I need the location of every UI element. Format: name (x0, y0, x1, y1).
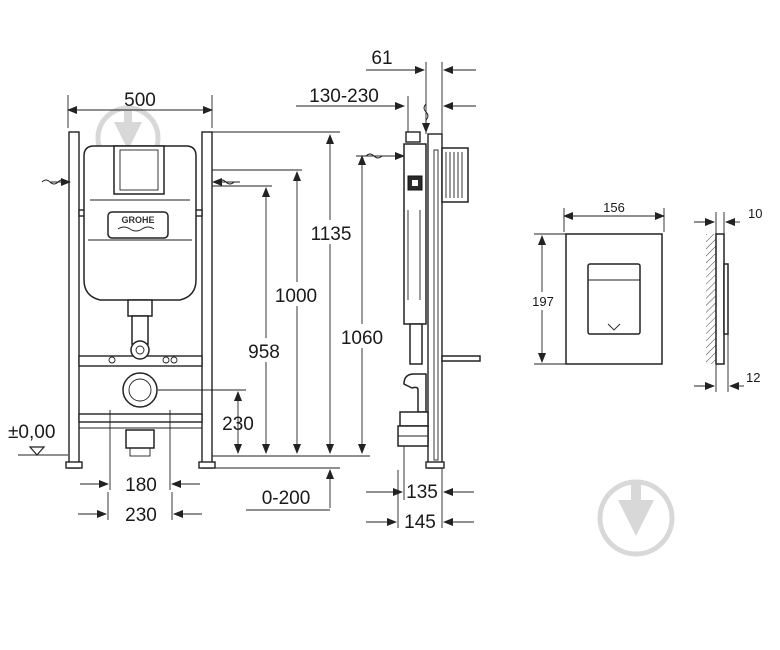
grohe-logo (107, 211, 169, 239)
watermark-bottom-right-icon (597, 479, 675, 557)
plate-width-156-label: 156 (603, 200, 625, 215)
drain-bend (403, 373, 427, 413)
height-1060-label: 1060 (341, 328, 383, 349)
flush-pipe (131, 315, 149, 345)
drain-pipe (122, 372, 158, 408)
width-500-label: 500 (124, 90, 156, 111)
bolt-spacing-180-label: 180 (125, 475, 157, 496)
wall-distance-130-230-label: 130-230 (309, 86, 379, 107)
plate-thickness-10-label: 10 (748, 206, 762, 221)
depth-145-label: 145 (404, 512, 436, 533)
plate-height-197-label: 197 (532, 294, 554, 309)
front-view: 500 GROHE (8, 90, 390, 526)
height-1000-label: 1000 (275, 286, 317, 307)
drain-height-230-label: 230 (222, 414, 254, 435)
flush-plate-front-view: 156 197 (530, 200, 665, 365)
side-cistern (403, 143, 427, 325)
depth-61-label: 61 (371, 48, 392, 69)
frame-left-upright (68, 131, 80, 469)
height-1135-label: 1135 (311, 224, 352, 245)
floor-level-label: ±0,00 (8, 422, 55, 443)
flush-plate-side-view: 10 12 (694, 206, 762, 392)
height-958-label: 958 (248, 342, 280, 363)
flush-opening (113, 145, 165, 195)
svg-text:GROHE: GROHE (121, 215, 154, 225)
frame-right-upright (201, 131, 213, 469)
water-inlet-top-icon (423, 103, 429, 121)
side-frame (427, 133, 443, 469)
flush-button (587, 263, 641, 335)
drain-spacing-230-label: 230 (125, 505, 157, 526)
plate-side-profile (715, 233, 725, 365)
plate-projection-12-label: 12 (746, 370, 760, 385)
floor-level-icon (28, 446, 46, 456)
floor-adjust-0-200-label: 0-200 (262, 488, 311, 509)
depth-135-label: 135 (406, 482, 438, 503)
side-view: 61 130-230 (296, 48, 481, 533)
